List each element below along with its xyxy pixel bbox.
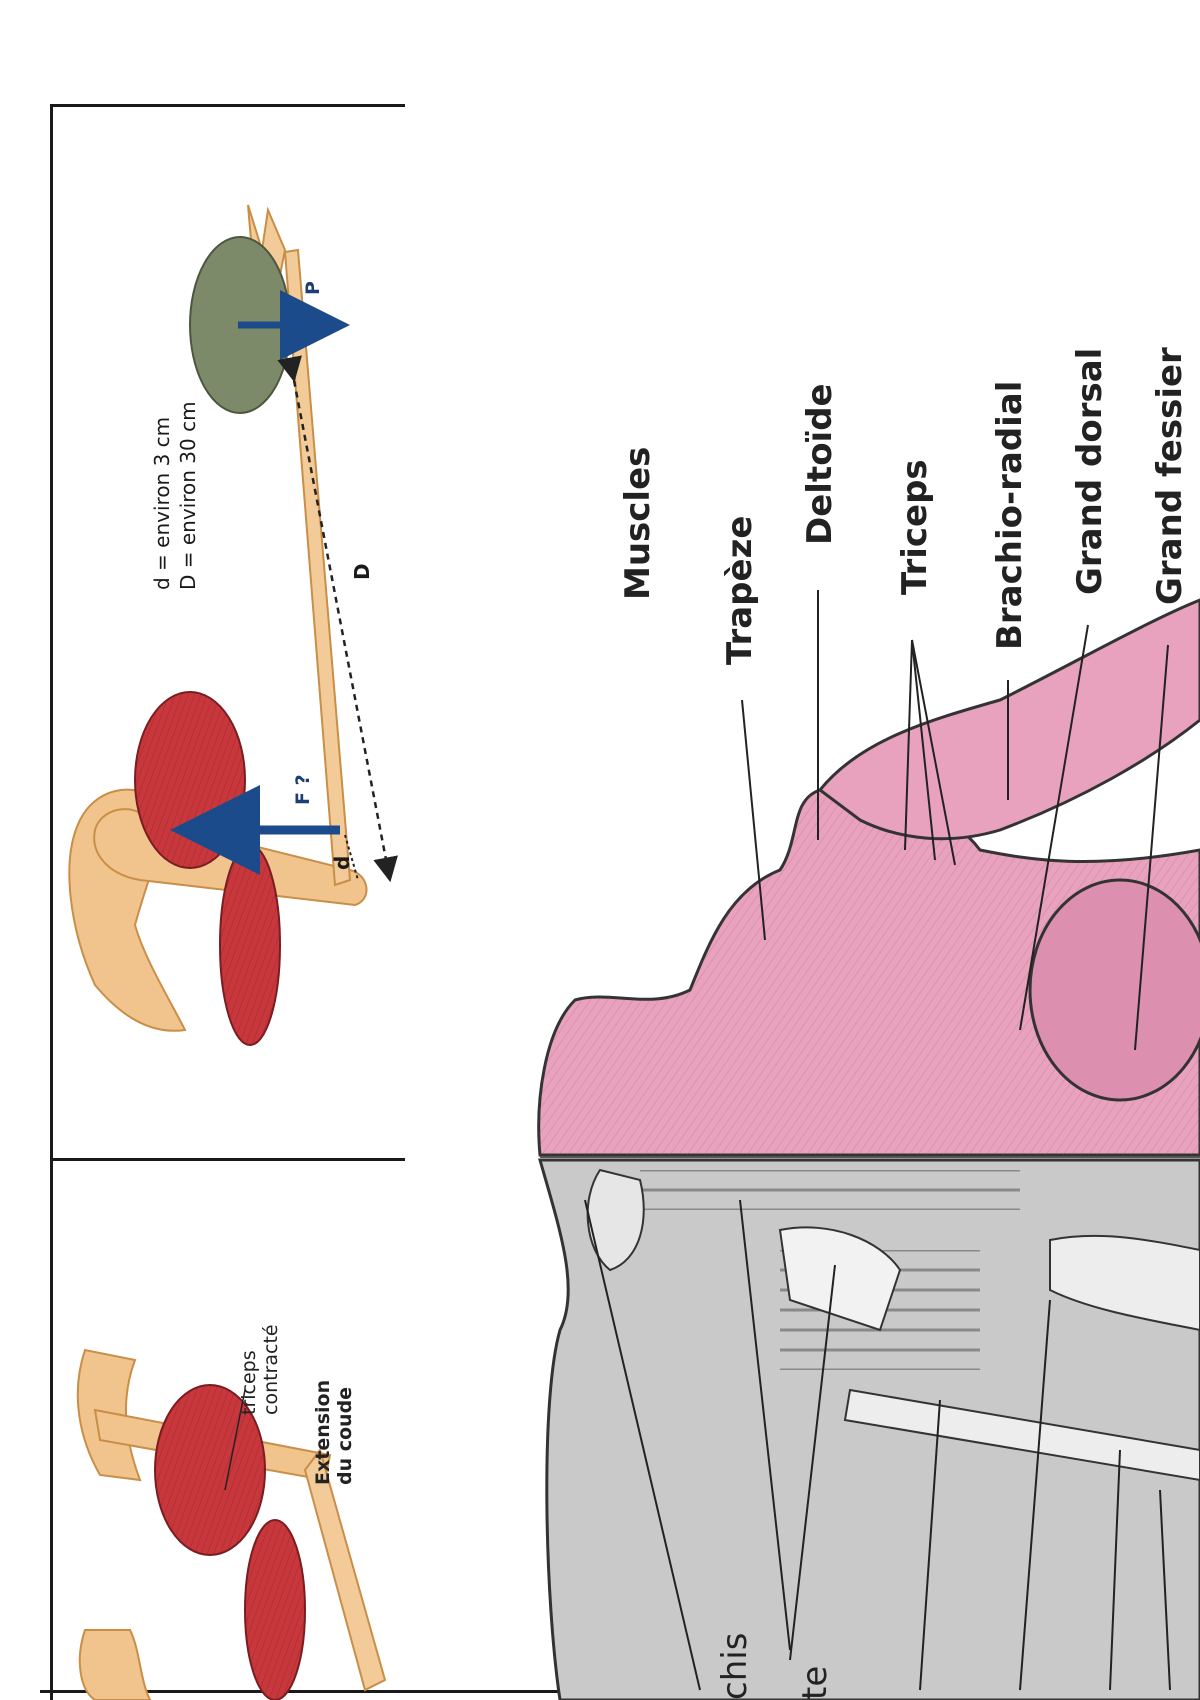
arm-bone [843, 1388, 1200, 1482]
triceps-figure [76, 1348, 387, 1700]
divider-middle [50, 1158, 405, 1161]
body-figure [537, 590, 1200, 1700]
measure-D: D = environ 30 cm [176, 401, 200, 590]
distance-d-line [344, 834, 359, 881]
skull [586, 1168, 645, 1272]
du-coude-label: du coude [334, 1386, 356, 1485]
small-d-label: d [330, 855, 354, 870]
arm-muscle [817, 598, 1200, 841]
brachio-radial-label: Brachio-radial [990, 380, 1030, 650]
grand-dorsal-leader [1019, 624, 1089, 1031]
triceps-leader-1 [904, 639, 913, 851]
extension-label: Extension [312, 1379, 334, 1485]
cut-label-1: chis [715, 1632, 755, 1700]
measure-d: d = environ 3 cm [150, 416, 174, 590]
pelvis-bone [1049, 1234, 1200, 1332]
forearm-bone-2 [303, 1447, 387, 1692]
lever-arm-figure [68, 204, 398, 1046]
triceps-contracte-label: triceps contracté [238, 1324, 282, 1415]
grand-fessier-label: Grand fessier [1150, 347, 1190, 605]
triceps-leader-3 [911, 639, 956, 866]
trapeze-label: Trapèze [720, 515, 760, 665]
force-label: F ? [292, 774, 314, 805]
triceps-label: Triceps [895, 459, 935, 595]
triceps-pointer [224, 1389, 246, 1491]
muscles-heading: Muscles [618, 446, 658, 600]
gluteus-muscle [1028, 878, 1200, 1102]
deltoide-label: Deltoïde [800, 383, 840, 545]
distance-D-line [277, 355, 398, 883]
cut-label-2: te [795, 1665, 835, 1700]
triceps-leader-2 [911, 639, 936, 861]
grand-fessier-leader [1134, 644, 1169, 1051]
divider-vertical [50, 104, 53, 1700]
weight-label: P [302, 281, 324, 295]
skeleton-half [538, 1158, 1200, 1700]
scapula [778, 1226, 902, 1332]
grand-dorsal-label: Grand dorsal [1070, 347, 1110, 595]
divider-top-right [50, 104, 405, 107]
trapeze-leader [741, 699, 766, 941]
big-d-label: D [350, 563, 374, 580]
